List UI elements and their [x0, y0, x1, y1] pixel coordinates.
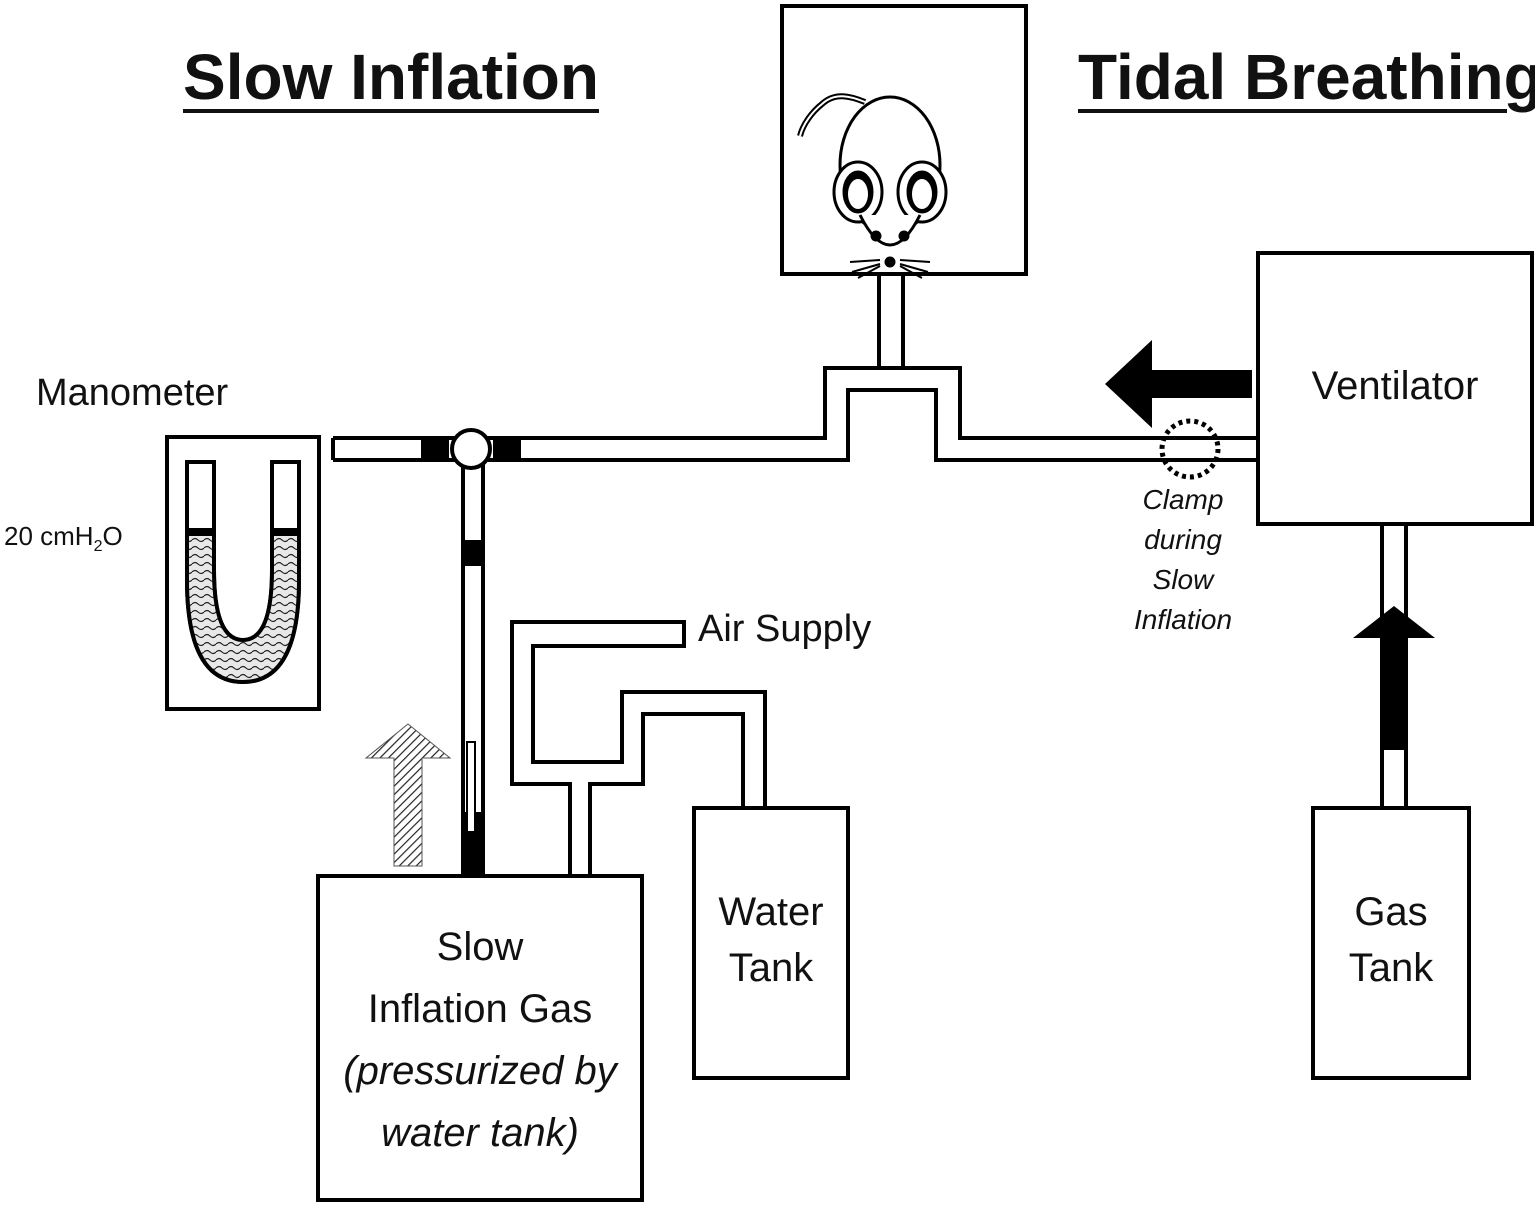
air-supply-label: Air Supply — [698, 608, 872, 650]
clamp-icon[interactable] — [1159, 418, 1221, 480]
pressure-label: 20 cmH2O — [4, 521, 123, 556]
clamp-line: during — [1144, 524, 1222, 555]
gas-tank-label: Gas Tank — [1313, 884, 1469, 996]
tubing — [331, 274, 1408, 876]
slow-gas-note-line: (pressurized by — [343, 1049, 617, 1093]
ventilator-label: Ventilator — [1311, 364, 1479, 408]
slow-inflation-gas-box — [316, 874, 644, 1202]
hatched-arrow-up-icon — [364, 723, 452, 867]
tube-inner-gauge — [466, 741, 476, 833]
clamp-line: Inflation — [1133, 604, 1233, 635]
mouse-icon — [797, 93, 948, 279]
gas-tank-line: Tank — [1348, 946, 1434, 990]
gas-tank-box — [1311, 806, 1471, 1080]
arrow-left-icon — [1105, 340, 1252, 428]
manometer-label: Manometer — [36, 372, 229, 414]
ventilator-box — [1256, 251, 1534, 526]
three-way-valve-icon[interactable] — [450, 428, 492, 470]
title-slow-inflation: Slow Inflation — [183, 41, 599, 113]
slow-inflation-gas-label: Slow Inflation Gas (pressurized by water… — [318, 916, 642, 1164]
water-tank-label: Water Tank — [694, 884, 848, 996]
manometer-u-tube — [185, 460, 301, 685]
water-tank-box — [692, 806, 850, 1080]
clamp-label: Clamp during Slow Inflation — [1118, 480, 1248, 640]
arrow-up-icon — [1353, 606, 1435, 750]
gas-tank-line: Gas — [1354, 890, 1428, 934]
water-tank-line: Water — [718, 890, 824, 934]
title-tidal-breathing: Tidal Breathing — [1078, 41, 1535, 113]
clamp-line: Slow — [1152, 564, 1214, 595]
slow-gas-line: Inflation Gas — [367, 987, 593, 1031]
slow-gas-line: Slow — [436, 925, 524, 969]
slow-gas-note-line: water tank) — [381, 1111, 579, 1155]
clamp-line: Clamp — [1142, 484, 1224, 515]
water-tank-line: Tank — [728, 946, 814, 990]
